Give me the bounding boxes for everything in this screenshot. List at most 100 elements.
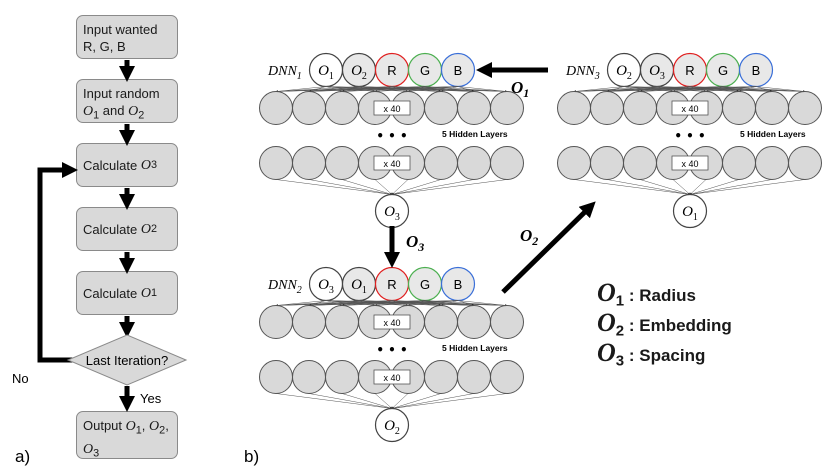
hidden-node [490,305,524,339]
node-label: R [685,63,694,78]
connection [440,300,459,306]
multiplier-label: x 40 [383,159,400,169]
hidden-node [788,91,822,125]
node-label: G [718,63,728,78]
multiplier-label: x 40 [383,104,400,114]
multiplier-box [373,100,411,116]
hidden-node [292,360,326,394]
connection [391,179,508,196]
connection [341,300,459,307]
connection [689,179,740,195]
connection [341,393,393,409]
hidden-node [590,91,624,125]
multiplier-box [671,100,709,116]
multiplier-box [373,155,411,171]
network-arrows [383,61,596,294]
connection [341,179,393,195]
connection [689,179,773,196]
multiplier-label: x 40 [681,159,698,169]
connection [457,300,508,307]
hidden-node [424,360,458,394]
connection [391,179,442,195]
step-input-random-line2: O1 and O2 [83,103,145,122]
hidden-node [325,91,359,125]
connection [457,300,475,306]
connection [440,86,459,92]
node-label: O2 [616,63,632,82]
step-input-random: Input random O1 and O2 [76,79,178,123]
hidden-node [755,146,789,180]
legend-spacing: O3 : Spacing [597,338,706,370]
connection [308,393,393,410]
hidden-node [424,146,458,180]
connection [639,86,757,93]
hidden-node [292,146,326,180]
connection [341,86,459,93]
connection [755,86,773,92]
multiplier-box [373,314,411,330]
node-label: G [420,63,430,78]
legend-radius: O1 : Radius [597,278,696,310]
connection [573,86,625,93]
hidden-node [259,146,293,180]
connection [275,179,393,196]
node-label: O2 [384,418,400,437]
ellipsis: • • • [376,129,407,143]
node-label: O3 [318,277,334,296]
connection [374,179,393,195]
step-output: Output O1, O2, O3 [76,411,178,459]
connection [275,393,393,410]
connection [755,86,806,93]
network-title: DNN1 [267,64,302,82]
hidden-node [325,146,359,180]
panel-a-label: a) [15,447,30,466]
yes-label: Yes [140,391,162,406]
connection [689,179,806,196]
multiplier-label: x 40 [383,373,400,383]
hidden-node [722,91,756,125]
hidden-node [490,91,524,125]
step-input-rgb-line1: Input wanted [83,22,158,37]
node-label: R [387,277,396,292]
connection [391,393,508,410]
output-node [374,407,410,443]
connection [573,179,691,196]
connection [407,300,459,307]
node-label: O2 [351,63,367,82]
connection [606,179,691,196]
multiplier-box [373,369,411,385]
connection [407,86,459,93]
hidden-node [259,305,293,339]
arrow-label-o2: O2 [520,226,538,248]
node-label: O3 [649,63,665,82]
hidden-layers-label: 5 Hidden Layers [740,129,806,139]
node-label: R [387,63,396,78]
node-label: B [752,63,761,78]
hidden-node [424,305,458,339]
hidden-node [457,146,491,180]
connection [738,86,757,92]
connection [391,179,475,196]
hidden-node [590,146,624,180]
step-decision-diamond [66,334,188,386]
hidden-node [557,146,591,180]
connection [275,300,327,307]
hidden-node [325,305,359,339]
connection [672,179,691,195]
connection [374,300,459,307]
hidden-node [490,146,524,180]
hidden-node [623,91,657,125]
hidden-node [259,91,293,125]
network-title: DNN2 [267,278,302,296]
node-label: G [420,277,430,292]
hidden-node [557,91,591,125]
step-input-rgb: Input wanted R, G, B [76,15,178,59]
hidden-node [457,91,491,125]
connection [689,179,707,195]
connection [639,179,691,195]
